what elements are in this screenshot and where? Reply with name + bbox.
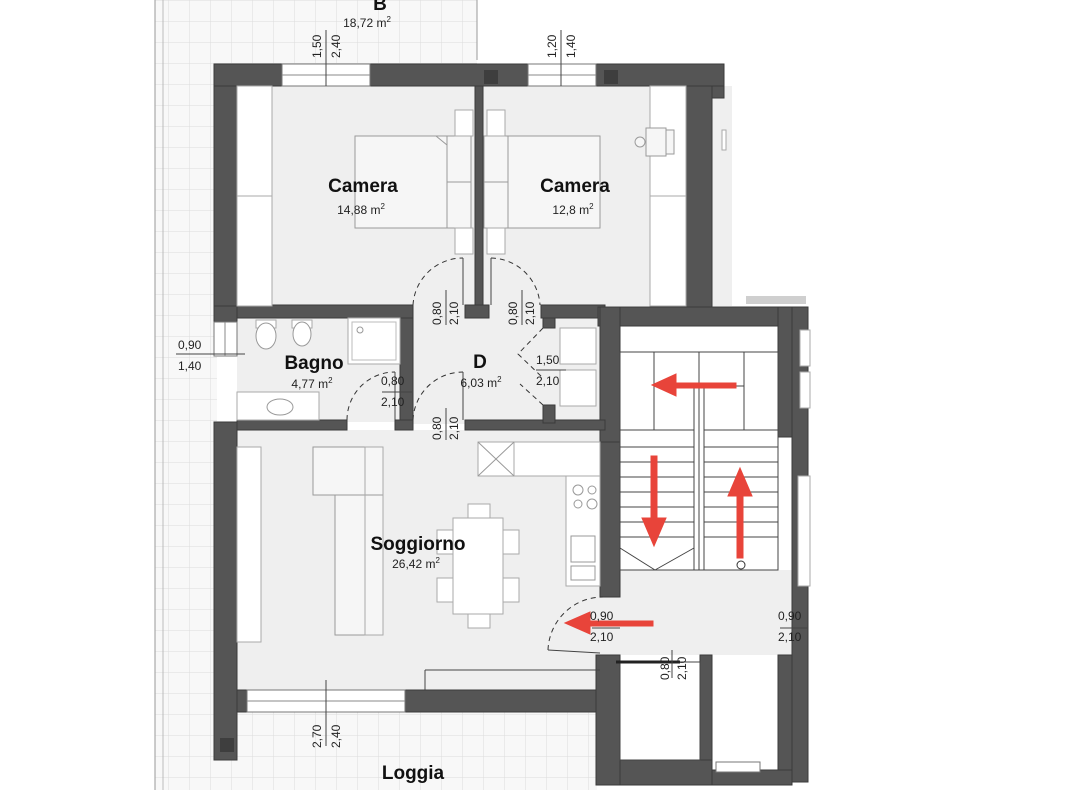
wall-right-upper — [685, 85, 713, 311]
hob — [572, 484, 584, 496]
door-camera-2 — [490, 257, 541, 306]
loggia-floor — [217, 712, 597, 790]
dim-door-lift-h: 2,10 — [675, 656, 689, 680]
door-bagno — [346, 371, 396, 421]
floor-landing — [605, 570, 805, 655]
dim-win-camera2-h: 1,40 — [564, 34, 578, 58]
room-label-bagno: Bagno — [284, 353, 343, 374]
room-label-soggiorno: Soggiorno — [371, 534, 466, 555]
closet-shelf — [559, 327, 597, 365]
wall-bottom — [404, 689, 606, 713]
room-area-top: 18,72 m2 — [343, 15, 391, 30]
room-area-soggiorno: 26,42 m2 — [392, 556, 440, 571]
dim-door-right-w: 0,90 — [778, 609, 802, 623]
wall-top-1 — [213, 63, 283, 87]
shower-tray — [347, 317, 401, 365]
tv-unit — [236, 446, 262, 643]
door-closet — [517, 327, 544, 379]
dim-door-camera2-h: 2,10 — [523, 301, 537, 325]
lift-shaft — [619, 661, 701, 761]
arrow-down — [641, 455, 667, 548]
terrace-left — [155, 0, 217, 790]
room-label-camera-1: Camera — [328, 176, 398, 197]
wall-left-mid — [213, 305, 238, 323]
sofa — [312, 446, 384, 496]
dim-door-camera1-h: 2,10 — [447, 301, 461, 325]
dim-win-loggia-w: 2,70 — [310, 724, 324, 748]
wall-left-lower — [213, 421, 238, 761]
dim-door-right-h: 2,10 — [778, 630, 802, 644]
dim-door-entry-w: 0,90 — [590, 609, 614, 623]
dim-door-entry-h: 2,10 — [590, 630, 614, 644]
dim-door-closet-w: 1,50 — [536, 353, 560, 367]
room-area-bagno: 4,77 m2 — [291, 376, 333, 391]
kitchen-sink — [570, 535, 596, 563]
room-label-camera-2: Camera — [540, 176, 610, 197]
dim-door-camera2-w: 0,80 — [506, 301, 520, 325]
room-label-loggia: Loggia — [382, 763, 445, 784]
wall-camera-divider — [474, 85, 484, 307]
dim-door-closet-h: 2,10 — [536, 374, 560, 388]
door-camera-1 — [412, 257, 464, 306]
terrace-top — [155, 0, 477, 66]
desk-chair — [645, 127, 667, 157]
room-label-top: B — [373, 0, 387, 15]
wall-bottom-left — [236, 689, 248, 713]
dim-win-camera1-w: 1,50 — [310, 34, 324, 58]
room-area-camera-1: 14,88 m2 — [337, 202, 385, 217]
floor-right-unit — [712, 86, 732, 306]
dim-win-camera1-h: 2,40 — [329, 34, 343, 58]
bed-camera-1 — [354, 135, 448, 229]
dim-door-bagno-w: 0,80 — [381, 374, 405, 388]
wall-top-2 — [369, 63, 529, 87]
room-area-disimpegno: 6,03 m2 — [460, 375, 502, 390]
dim-door-soggiorno-w: 0,80 — [430, 416, 444, 440]
dim-door-lift-w: 0,80 — [658, 656, 672, 680]
kitchen-counter — [513, 441, 601, 477]
dim-door-soggiorno-h: 2,10 — [447, 416, 461, 440]
dim-door-camera1-w: 0,80 — [430, 301, 444, 325]
dim-win-camera2-w: 1,20 — [545, 34, 559, 58]
dim-win-bagno-h: 1,40 — [178, 359, 202, 373]
dim-door-bagno-h: 2,10 — [381, 395, 405, 409]
wall-left-outer — [213, 63, 238, 309]
dim-win-bagno-w: 0,90 — [178, 338, 202, 352]
arrow-left-top — [650, 373, 737, 397]
wall-stair-top — [597, 306, 795, 327]
room-area-camera-2: 12,8 m2 — [552, 202, 594, 217]
door-soggiorno — [412, 371, 464, 421]
dining-table — [452, 517, 504, 615]
door-entry — [547, 596, 604, 651]
arrow-up — [727, 466, 753, 559]
arrow-left-bottom — [563, 611, 654, 635]
bed-camera-2 — [507, 135, 601, 229]
dim-win-loggia-h: 2,40 — [329, 724, 343, 748]
room-label-disimpegno: D — [473, 352, 487, 373]
